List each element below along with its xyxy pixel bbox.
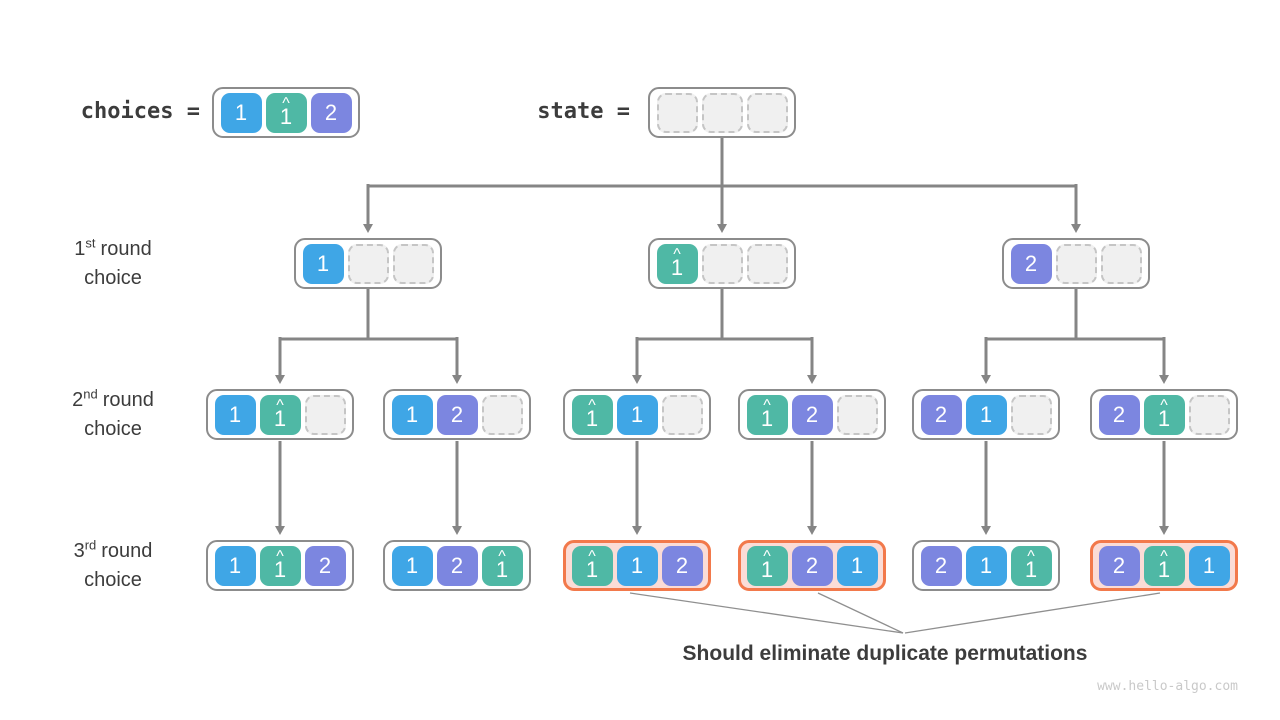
cell-1-hat: ^1 <box>746 394 788 435</box>
cell-2: 2 <box>436 545 478 586</box>
cell-1: 1 <box>391 545 433 586</box>
empty-cell <box>746 243 788 284</box>
cell-1-hat: ^1 <box>1143 545 1185 586</box>
cell-2: 2 <box>310 92 352 133</box>
cell-2: 2 <box>1098 394 1140 435</box>
cell-1: 1 <box>616 394 658 435</box>
cell-1-hat: ^1 <box>265 92 307 133</box>
edge-state-split <box>368 137 1076 188</box>
cell-2: 2 <box>436 394 478 435</box>
cell-1: 1 <box>1188 545 1230 586</box>
edge-r1c1-split <box>280 289 457 341</box>
choices-label: choices = <box>80 99 200 124</box>
empty-cell <box>661 394 703 435</box>
cell-2: 2 <box>661 545 703 586</box>
tree-node-r1c3: 2 <box>1002 238 1150 289</box>
tree-node-r2c6: 2^1 <box>1090 389 1238 440</box>
empty-cell <box>1010 394 1052 435</box>
cell-1-hat: ^1 <box>1010 545 1052 586</box>
cell-1-hat: ^1 <box>746 545 788 586</box>
cell-1: 1 <box>965 394 1007 435</box>
empty-cell <box>656 92 698 133</box>
tree-node-r1c2: ^1 <box>648 238 796 289</box>
leader-from-r3c6 <box>904 592 1161 634</box>
cell-2: 2 <box>1098 545 1140 586</box>
cell-1-hat: ^1 <box>571 394 613 435</box>
tree-node-r1c1: 1 <box>294 238 442 289</box>
state-label: state = <box>537 99 630 124</box>
caption-text: Should eliminate duplicate permutations <box>682 642 1088 665</box>
cell-1: 1 <box>220 92 262 133</box>
empty-cell <box>701 92 743 133</box>
cell-1-hat: ^1 <box>656 243 698 284</box>
empty-cell <box>304 394 346 435</box>
cell-1-hat: ^1 <box>259 545 301 586</box>
cell-1-hat: ^1 <box>481 545 523 586</box>
empty-cell <box>1188 394 1230 435</box>
edge-r1c2-split <box>637 289 812 341</box>
edge-r1c3-split <box>986 289 1164 341</box>
cell-2: 2 <box>920 545 962 586</box>
cell-1: 1 <box>965 545 1007 586</box>
cell-1: 1 <box>214 394 256 435</box>
cell-1: 1 <box>302 243 344 284</box>
cell-2: 2 <box>920 394 962 435</box>
tree-edges <box>275 137 1169 535</box>
tree-node-r2c1: 1^1 <box>206 389 354 440</box>
cell-1-hat: ^1 <box>571 545 613 586</box>
cell-2: 2 <box>1010 243 1052 284</box>
empty-cell <box>392 243 434 284</box>
cell-1: 1 <box>214 545 256 586</box>
leader-from-r3c3 <box>629 592 904 634</box>
watermark: www.hello-algo.com <box>1097 679 1238 694</box>
empty-cell <box>746 92 788 133</box>
leader-from-r3c4 <box>817 592 904 634</box>
cell-1: 1 <box>391 394 433 435</box>
duplicate-leader-lines <box>629 592 1161 634</box>
cell-2: 2 <box>791 545 833 586</box>
cell-1: 1 <box>616 545 658 586</box>
empty-cell <box>1100 243 1142 284</box>
cell-1-hat: ^1 <box>1143 394 1185 435</box>
empty-cell <box>701 243 743 284</box>
array-node-state <box>648 87 796 138</box>
empty-cell <box>481 394 523 435</box>
empty-cell <box>1055 243 1097 284</box>
empty-cell <box>347 243 389 284</box>
empty-cell <box>836 394 878 435</box>
cell-1: 1 <box>836 545 878 586</box>
cell-2: 2 <box>791 394 833 435</box>
cell-1-hat: ^1 <box>259 394 301 435</box>
cell-2: 2 <box>304 545 346 586</box>
